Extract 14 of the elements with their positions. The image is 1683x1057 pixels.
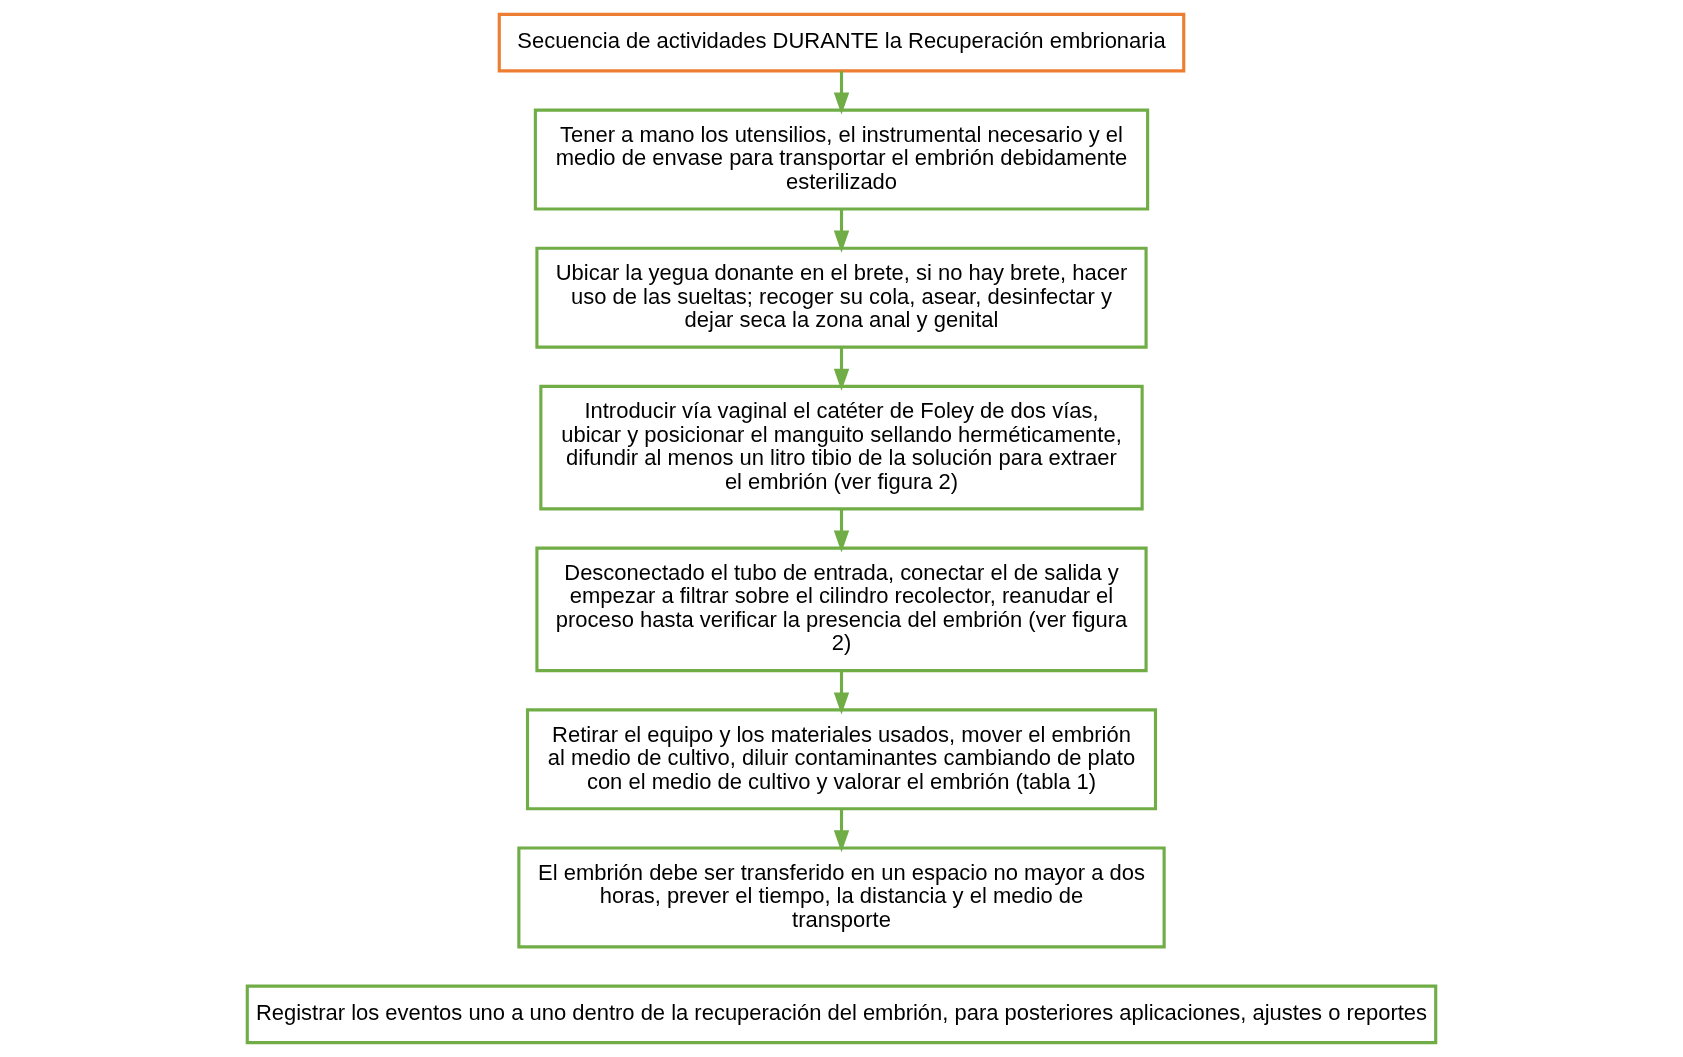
arrow bbox=[833, 209, 850, 253]
arrow bbox=[833, 71, 850, 115]
arrow bbox=[833, 670, 850, 715]
node-box: El embrión debe ser transferido en un espacio no mayor a dos horas, prever el tiempo, la distancia y el medio de transporte bbox=[517, 846, 1166, 949]
arrow bbox=[833, 347, 850, 391]
node-box: Retirar el equipo y los materiales usados, mover el embrión al medio de cultivo, diluir contaminantes cambiando de plato con el medio de cultivo y valorar el embrión (tabla 1) bbox=[525, 708, 1158, 811]
arrow bbox=[833, 808, 850, 853]
node-box: Introducir vía vaginal el catéter de Foley de dos vías, ubicar y posicionar el manguito sellando herméticamente, difundir al menos un litro tibio de la solución para extraer el embrión (ver figura 2) bbox=[539, 384, 1144, 511]
node-box: Desconectado el tubo de entrada, conectar el de salida y empezar a filtrar sobre el cilindro recolector, reanudar el proceso hasta verificar la presencia del embrión (ver figura 2) bbox=[535, 546, 1148, 673]
node-box: Secuencia de actividades DURANTE la Recuperación embrionaria bbox=[497, 12, 1186, 73]
node-box: Registrar los eventos uno a uno dentro de la recuperación del embrión, para posteriores aplicaciones, ajustes o reportes bbox=[245, 984, 1438, 1045]
node-box: Ubicar la yegua donante en el brete, si no hay brete, hacer uso de las sueltas; recoger su cola, asear, desinfectar y dejar seca la zona anal y genital bbox=[535, 246, 1148, 349]
node-box: Tener a mano los utensilios, el instrumental necesario y el medio de envase para transportar el embrión debidamente esterilizado bbox=[533, 108, 1150, 211]
arrow bbox=[833, 509, 850, 553]
